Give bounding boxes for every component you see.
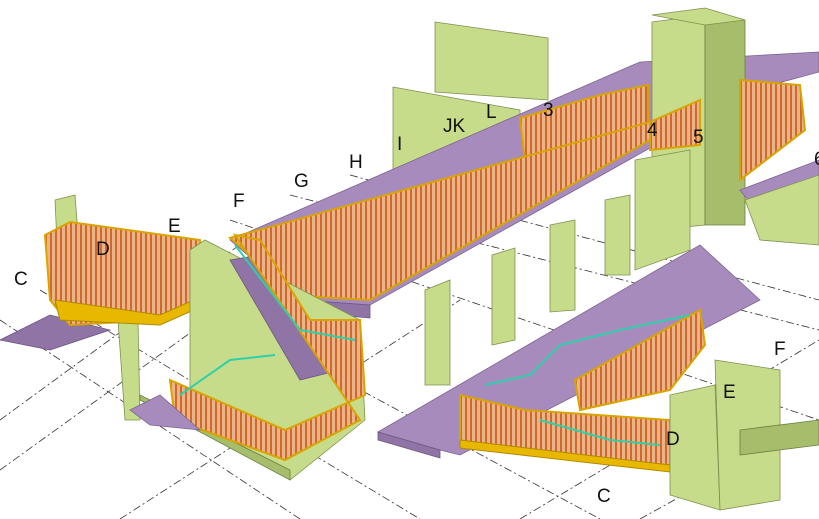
grid-label-l: L [486, 102, 497, 123]
railing-stair [168, 233, 367, 462]
grid-label-i: I [397, 134, 403, 155]
grid-label-c: C [14, 269, 28, 290]
wall-panel [434, 21, 549, 101]
grid-label-d: D [96, 239, 110, 260]
column [117, 319, 141, 421]
slab [129, 394, 202, 431]
grid-label-6: 6 [814, 150, 819, 169]
column [604, 194, 631, 276]
handrail [539, 419, 661, 446]
grid-label-e-right: E [723, 382, 736, 403]
grid-label-f: F [233, 191, 245, 212]
handrail [484, 314, 691, 386]
grid-label-d-right: D [666, 429, 680, 450]
railing-ramp [573, 308, 707, 412]
grid-label-c-right: C [597, 486, 611, 507]
grid-label-f-right: F [774, 339, 786, 360]
handrail [234, 244, 356, 341]
tower-top [651, 7, 746, 26]
grid-label-4: 4 [647, 120, 658, 141]
column [549, 219, 576, 313]
grid-label-g: G [294, 171, 309, 192]
grid-label-5: 5 [693, 127, 704, 148]
slab-edge [377, 431, 441, 459]
grid-label-h: H [349, 152, 363, 173]
wall [744, 174, 819, 246]
column [491, 247, 516, 346]
grid-label-jk: JK [443, 116, 466, 137]
handrail [179, 354, 276, 396]
railing-curved-right [739, 78, 807, 183]
beam [739, 419, 819, 456]
wall-block [634, 149, 691, 271]
grid-label-3: 3 [543, 100, 554, 121]
railing [649, 98, 701, 152]
column [424, 279, 451, 386]
grid-label-e: E [168, 216, 181, 237]
